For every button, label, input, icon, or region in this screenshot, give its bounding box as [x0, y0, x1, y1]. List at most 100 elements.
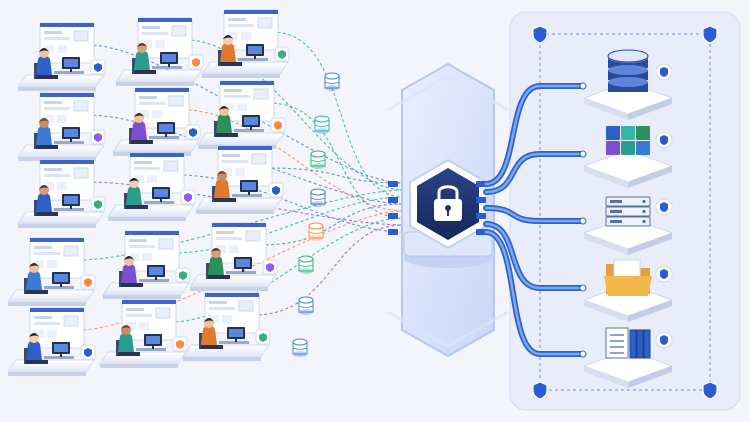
user-workstation: [17, 159, 106, 228]
workstation-platform: [197, 132, 285, 146]
app-window-widget: [168, 95, 184, 107]
app-window-header: [125, 231, 179, 235]
monitor-screen: [54, 274, 68, 282]
shield-glyph: [660, 67, 668, 77]
block-cube: [636, 126, 650, 140]
folder-front: [604, 276, 652, 296]
user-workstation: [195, 145, 284, 214]
server-unit: [605, 206, 651, 217]
person-legs: [131, 140, 153, 144]
app-window-widget: [238, 300, 254, 312]
person-torso: [126, 185, 142, 205]
badge-glyph: [179, 271, 187, 280]
token-band: [324, 81, 340, 84]
doc-badge-icon: [188, 54, 204, 70]
app-window-row: [134, 161, 152, 164]
app-window-card: [139, 322, 149, 330]
user-shield-icon: [90, 59, 106, 75]
padlock-icon: [434, 185, 462, 221]
gateway-port: [388, 213, 398, 219]
badge-glyph: [266, 263, 274, 272]
connection-line: [87, 181, 405, 226]
desk: [54, 141, 84, 144]
gateway-glow-top: [387, 74, 509, 112]
app-window-row: [224, 89, 242, 92]
server-slot: [610, 200, 622, 203]
data-token-icon: [324, 72, 340, 91]
resource-pipe-highlight: [484, 230, 584, 356]
monitor-screen: [242, 182, 256, 190]
app-window-card: [152, 110, 162, 118]
workstation-platform: [201, 61, 289, 75]
token-bottom: [299, 309, 313, 315]
user-workstations: [7, 9, 290, 376]
desk: [44, 286, 74, 289]
chart-badge-icon: [262, 259, 278, 275]
workstation-platform: [195, 197, 283, 211]
workstation-platform-edge: [196, 210, 274, 214]
app-window-card: [235, 168, 245, 176]
server-slot: [610, 220, 622, 223]
app-window-card: [228, 32, 238, 40]
document-line: [610, 340, 624, 342]
token-bottom: [325, 85, 339, 91]
token-band: [314, 124, 330, 127]
app-window-card: [134, 175, 144, 183]
server-led: [642, 210, 646, 213]
app-window-card: [34, 330, 44, 338]
app-window-widget: [253, 88, 269, 100]
resource-platform-side: [628, 233, 672, 255]
monitor-stand: [160, 199, 162, 202]
badge-glyph: [94, 133, 102, 142]
app-window-card: [209, 315, 219, 323]
monitor-screen: [162, 54, 176, 62]
workstation-platform: [7, 289, 95, 303]
gateway-port: [388, 197, 398, 203]
monitor-stand: [235, 339, 237, 342]
gateway-port: [388, 181, 398, 187]
token-band: [298, 305, 314, 308]
app-window-row: [224, 95, 250, 98]
app-window-row: [139, 102, 165, 105]
security-gateway: [387, 62, 509, 358]
workstation-platform: [112, 139, 200, 153]
connection-line: [259, 203, 405, 246]
chart-badge-icon: [268, 182, 284, 198]
monitor-stand: [254, 56, 256, 59]
desk: [226, 271, 256, 274]
person-legs: [126, 205, 148, 209]
monitor-screen: [248, 46, 262, 54]
token-band: [310, 197, 326, 200]
user-workstation: [17, 22, 106, 91]
app-window-header: [30, 308, 84, 312]
monitor-screen: [244, 117, 258, 125]
app-window-row: [209, 307, 235, 310]
person-hair: [29, 333, 39, 337]
app-window-row: [129, 245, 155, 248]
desk: [152, 66, 182, 69]
person-hair: [124, 256, 134, 260]
shield-icon: [655, 131, 673, 149]
app-window-header: [205, 293, 259, 297]
user-badge-icon: [80, 344, 96, 360]
app-window-card: [229, 245, 239, 253]
person-legs: [220, 62, 242, 66]
shield-icon: [532, 25, 548, 44]
chart-badge-icon: [270, 117, 286, 133]
connection-line: [172, 196, 405, 254]
doc-badge-icon: [185, 124, 201, 140]
connection-line: [271, 31, 405, 198]
shield-icon: [655, 265, 673, 283]
monitor-screen: [159, 124, 173, 132]
person-legs: [118, 352, 140, 356]
app-window-row: [34, 322, 60, 325]
person-legs: [36, 145, 58, 149]
app-window-widget: [73, 30, 89, 42]
app-window-row: [129, 239, 147, 242]
token-top: [314, 115, 330, 123]
badge-glyph: [94, 63, 102, 72]
app-window-widget: [63, 245, 79, 257]
person-torso: [36, 125, 52, 145]
workstation-platform-edge: [18, 224, 96, 228]
documents-icon: [605, 327, 651, 359]
